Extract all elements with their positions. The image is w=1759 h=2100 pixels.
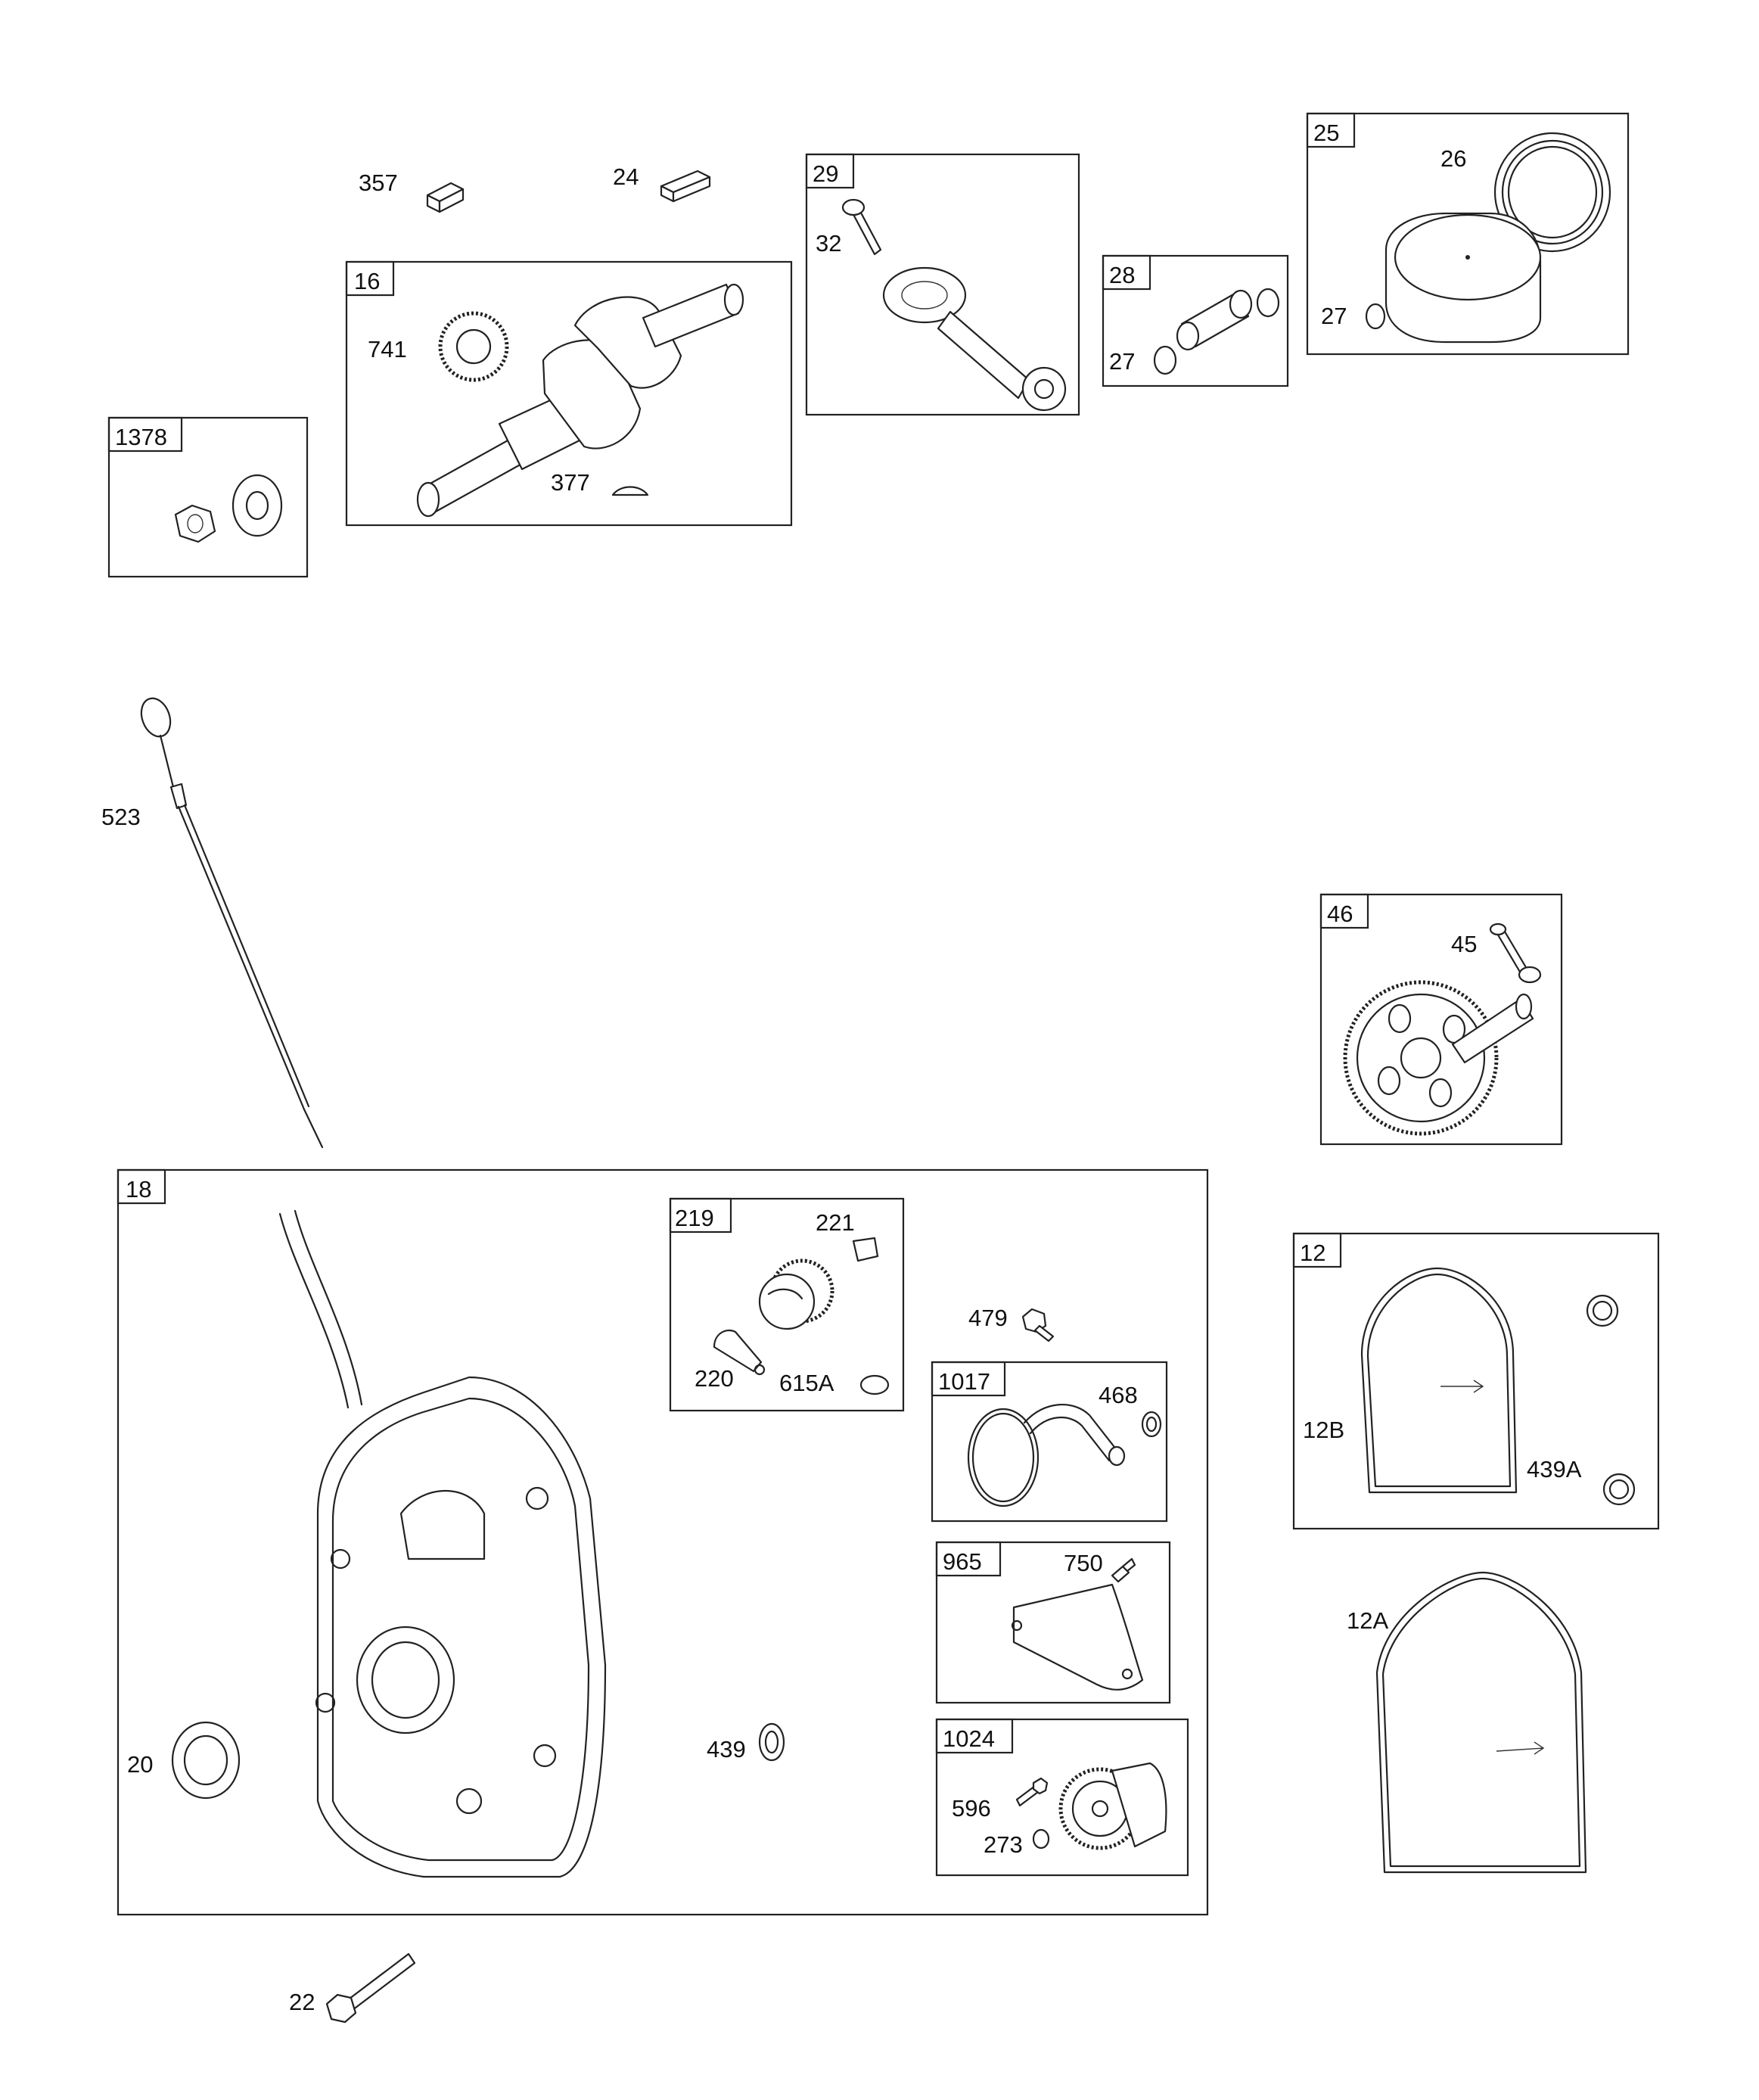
group-12-label: 12	[1300, 1240, 1325, 1266]
group-219: 219	[669, 1197, 905, 1412]
part-label-523: 523	[101, 804, 141, 830]
part-label-741: 741	[368, 336, 407, 362]
group-29-label: 29	[813, 160, 838, 187]
nut-washer-1378-drawing	[174, 474, 283, 543]
group-12: 12	[1292, 1232, 1660, 1530]
group-965-label: 965	[943, 1548, 982, 1575]
part-label-45: 45	[1451, 931, 1477, 957]
group-1378-label: 1378	[115, 424, 167, 450]
group-28: 28	[1102, 254, 1289, 387]
part-label-221: 221	[816, 1209, 855, 1236]
gasket-12B-drawing	[1360, 1267, 1518, 1494]
part-label-12A: 12A	[1347, 1607, 1388, 1634]
crankshaft-16-drawing	[416, 283, 744, 518]
part-label-479: 479	[968, 1305, 1008, 1331]
part-label-273: 273	[984, 1831, 1023, 1858]
group-1017-label: 1017	[938, 1368, 990, 1395]
group-29: 29	[805, 153, 1080, 416]
camshaft-46-drawing	[1343, 922, 1542, 1136]
connecting-rod-29-drawing	[841, 198, 1067, 412]
seal-439A-drawing	[1586, 1294, 1636, 1506]
dipstick-523-drawing	[140, 697, 324, 1149]
part-label-27-pin: 27	[1109, 348, 1135, 375]
group-16-label: 16	[354, 268, 380, 294]
part-label-12B: 12B	[1303, 1417, 1344, 1443]
part-label-220: 220	[695, 1365, 734, 1392]
group-1378: 1378	[107, 416, 309, 578]
key-357-drawing	[426, 182, 465, 213]
part-label-596: 596	[952, 1795, 991, 1822]
part-label-20: 20	[127, 1751, 153, 1778]
key-24-drawing	[660, 170, 711, 203]
group-1024: 1024	[935, 1718, 1189, 1877]
part-label-615A: 615A	[779, 1370, 834, 1396]
group-1024-label: 1024	[943, 1725, 995, 1752]
bolt-22-drawing	[325, 1952, 416, 2024]
part-label-26: 26	[1440, 145, 1466, 172]
oil-seal-20-drawing	[171, 1721, 241, 1800]
piston-25-drawing	[1365, 132, 1611, 344]
gasket-12A-drawing	[1375, 1571, 1587, 1874]
cover-965-drawing	[1011, 1557, 1144, 1691]
part-label-32: 32	[816, 230, 841, 257]
part-label-377: 377	[551, 469, 590, 496]
group-46: 46	[1319, 893, 1563, 1146]
group-46-label: 46	[1327, 901, 1353, 927]
part-label-22: 22	[289, 1989, 315, 2015]
group-28-label: 28	[1109, 262, 1135, 288]
group-18-label: 18	[126, 1176, 151, 1202]
governor-219-drawing	[713, 1237, 890, 1395]
part-label-468: 468	[1099, 1382, 1138, 1408]
group-18: 18	[117, 1168, 1209, 1916]
part-label-27-piston: 27	[1321, 303, 1347, 329]
group-965: 965	[935, 1541, 1171, 1704]
part-label-439A: 439A	[1527, 1456, 1582, 1482]
piston-pin-28-drawing	[1153, 288, 1280, 375]
group-1017: 1017	[931, 1361, 1168, 1523]
part-labels: 357 24 741 377 32 27 26 27 45 523 221 22…	[101, 145, 1582, 2015]
oil-pump-1024-drawing	[1015, 1762, 1167, 1850]
group-16: 16	[345, 260, 793, 527]
woodruff-key-377-drawing	[611, 486, 649, 496]
part-label-750: 750	[1064, 1550, 1103, 1576]
group-25: 25	[1306, 112, 1630, 356]
washer-439-drawing	[758, 1722, 785, 1762]
group-25-label: 25	[1313, 120, 1339, 146]
group-219-label: 219	[675, 1205, 714, 1231]
oil-pickup-1017-drawing	[967, 1403, 1162, 1507]
crankcase-cover-18-drawing	[278, 1209, 607, 1878]
part-label-439: 439	[707, 1736, 746, 1762]
bolt-479-drawing	[1021, 1308, 1055, 1342]
part-label-357: 357	[359, 170, 398, 196]
part-label-24: 24	[613, 163, 639, 190]
